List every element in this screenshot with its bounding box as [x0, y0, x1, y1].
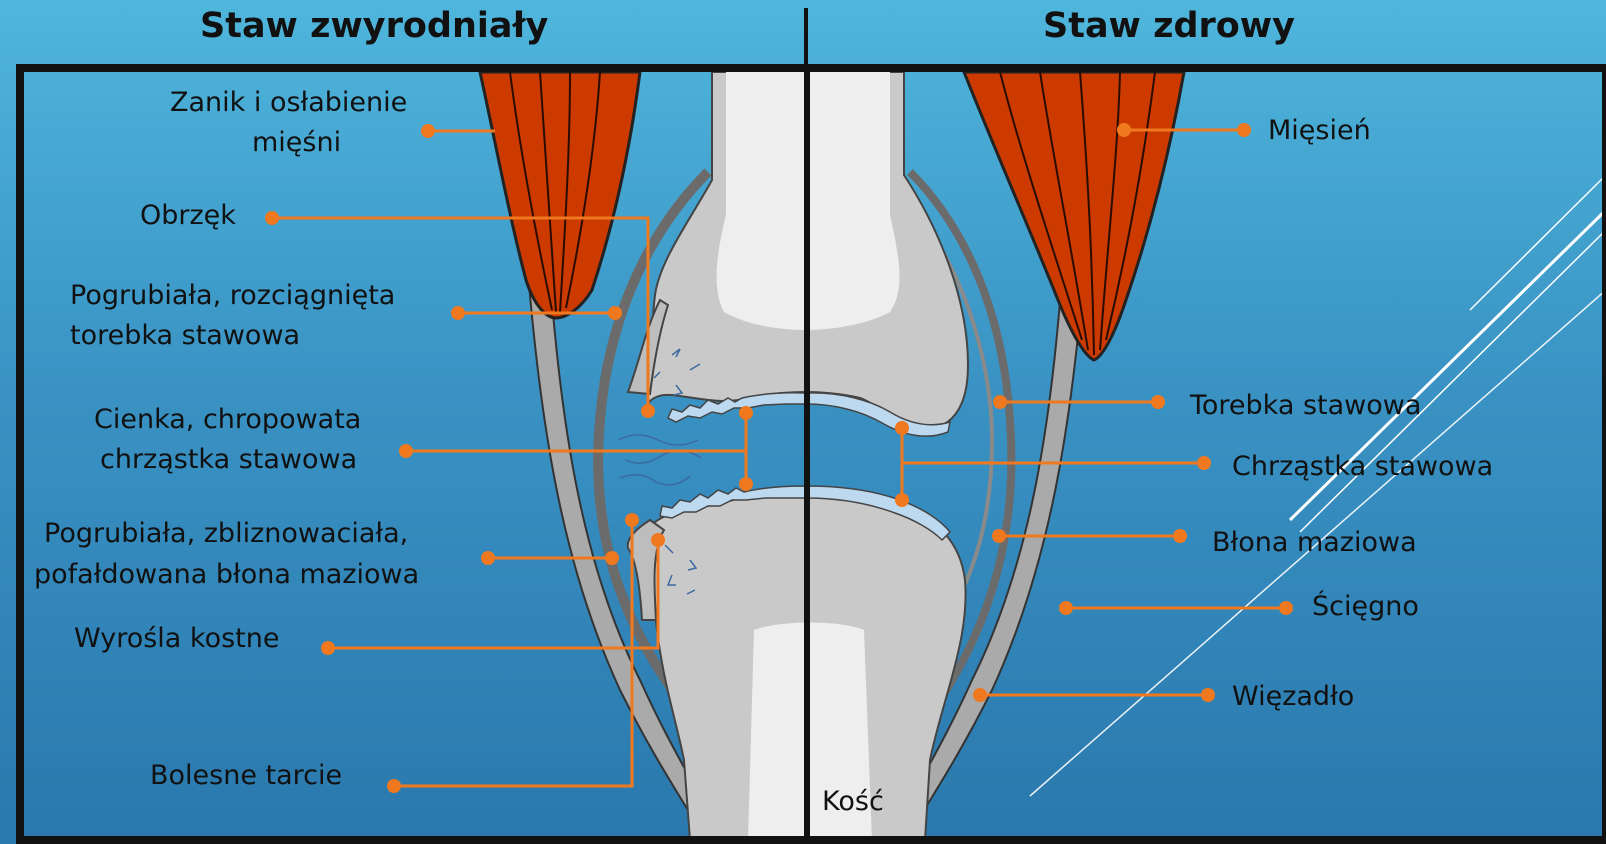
label-scarred-membrane: Pogrubiała, zbliznowaciała,	[44, 518, 408, 549]
callouts-degenerated: Zanik i osłabienie mięśni Obrzęk Pogrubi…	[34, 87, 753, 793]
label-membrane: Błona maziowa	[1212, 527, 1417, 558]
label-painful-friction: Bolesne tarcie	[150, 760, 342, 791]
label-muscle-weakness: Zanik i osłabienie	[170, 87, 407, 118]
label-thin-cartilage-2: chrząstka stawowa	[100, 444, 357, 475]
label-scarred-membrane-2: pofałdowana błona maziowa	[34, 559, 419, 590]
label-cartilage: Chrząstka stawowa	[1232, 451, 1493, 482]
label-thick-capsule-2: torebka stawowa	[70, 320, 300, 351]
label-bone: Kość	[822, 786, 884, 817]
muscle-left	[480, 72, 640, 318]
label-thick-capsule: Pogrubiała, rozciągnięta	[70, 280, 395, 311]
label-tendon: Ścięgno	[1312, 590, 1419, 622]
label-swelling: Obrzęk	[140, 200, 236, 231]
label-muscle: Mięsień	[1268, 115, 1371, 146]
label-bone-spurs: Wyrośla kostne	[74, 623, 280, 654]
label-capsule: Torebka stawowa	[1189, 390, 1421, 421]
knee-anatomy	[480, 72, 1184, 840]
label-ligament: Więzadło	[1232, 681, 1354, 712]
center-divider	[804, 68, 810, 844]
label-muscle-weakness-2: mięśni	[252, 127, 341, 158]
label-thin-cartilage: Cienka, chropowata	[94, 404, 361, 435]
